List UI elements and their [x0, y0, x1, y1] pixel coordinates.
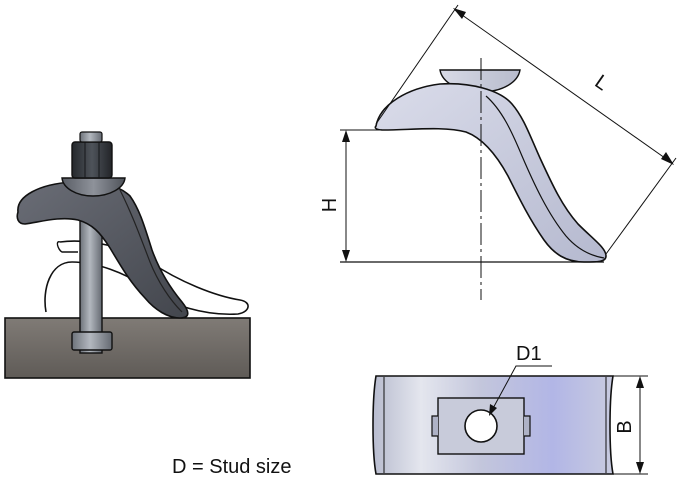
base-plate — [4, 317, 251, 379]
l-arrow-bottom — [661, 152, 674, 165]
l-dim-line — [454, 9, 673, 164]
clamp-dark-edge — [119, 189, 183, 313]
length-label: L — [591, 71, 613, 95]
width-label: B — [614, 420, 636, 433]
side-clamp-inner-edge — [485, 95, 605, 259]
hole-label: D1 — [516, 343, 542, 365]
stud-tip — [79, 131, 103, 143]
l-ext-bottom — [605, 157, 677, 255]
clamp-outline-lower — [56, 241, 78, 253]
b-arrow-bottom — [636, 462, 644, 474]
washer — [61, 177, 126, 197]
side-view: H L — [319, 4, 677, 300]
slot-left-ear — [431, 415, 438, 437]
isometric-view — [4, 131, 251, 379]
stud-size-caption: D = Stud size — [172, 456, 292, 478]
b-arrow-top — [636, 376, 644, 388]
nut — [71, 141, 113, 179]
slot-right-ear — [524, 415, 531, 437]
d1-arrow — [489, 404, 497, 416]
side-clamp-body — [374, 82, 607, 263]
stud-head — [71, 331, 113, 351]
stud-hole — [464, 409, 498, 443]
top-view: D1 B — [372, 343, 648, 475]
h-arrow-top — [342, 130, 350, 142]
h-arrow-bottom — [342, 250, 350, 262]
d1-leader — [490, 365, 552, 413]
l-ext-top — [375, 4, 459, 125]
l-arrow-top — [453, 8, 466, 19]
height-label: H — [319, 198, 341, 212]
